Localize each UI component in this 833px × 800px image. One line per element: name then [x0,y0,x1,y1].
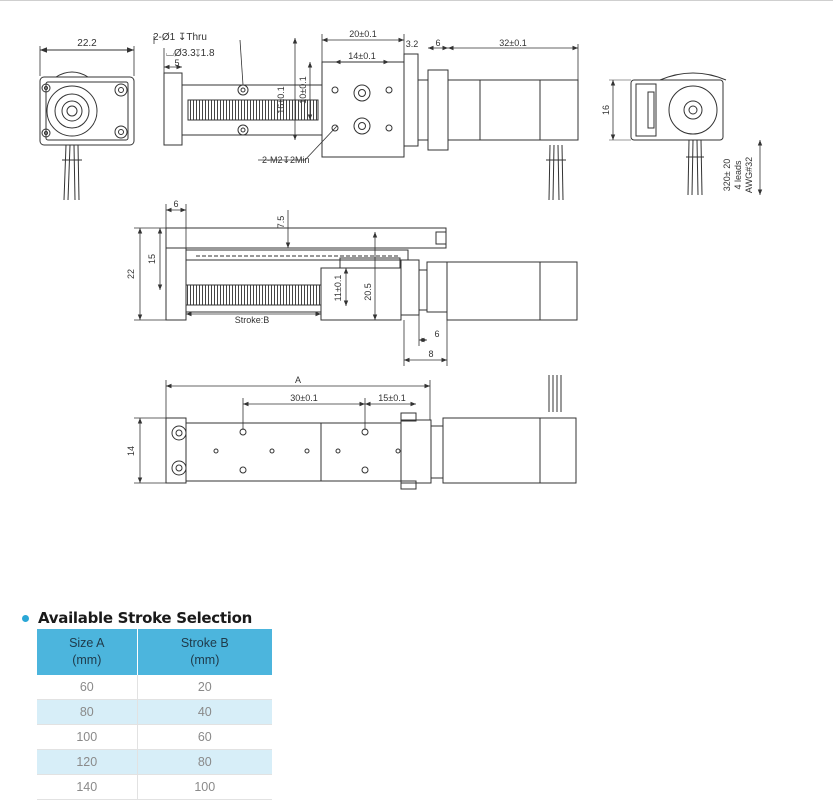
technical-drawing: 22.2 [39,29,763,490]
bottom-view-body [165,375,577,490]
cell-stroke: 80 [136,749,272,775]
bottom-view-dims [134,380,431,484]
dim-width: 22.2 [77,38,97,49]
top-rule [0,0,833,1]
top-view-dims [153,34,579,161]
cable-gauge: AWG#32 [744,157,754,193]
side-dim-6: 6 [173,199,178,209]
cell-stroke: 40 [136,699,272,725]
dim-32: 32±0.1 [499,38,526,48]
header-size-a-label: Size A [69,636,105,650]
header-stroke-b: Stroke B (mm) [136,629,272,675]
dim-a: A [295,375,301,385]
stroke-label: Stroke:B [235,315,270,325]
table-row: 80 40 [37,699,272,725]
dim-5: 5 [174,58,179,68]
table-row: 100 60 [37,724,272,750]
hole-note-2: ⌴Ø3.3↧1.8 [166,48,215,59]
side-dim-15: 15 [147,254,157,264]
top-view-body [163,48,579,201]
end-view-left [39,71,135,201]
side-view-dims [134,204,448,366]
stroke-table: Size A (mm) Stroke B (mm) 60 20 80 40 10… [37,629,272,800]
side-view-body [165,227,578,321]
side-dim-20-5: 20.5 [363,283,373,301]
bullet-icon [22,614,29,622]
side-dim-7-5: 7.5 [276,216,286,229]
side-dim-8: 8 [428,349,433,359]
cell-stroke: 60 [136,724,272,750]
cell-size: 100 [37,724,138,750]
section-title: Available Stroke Selection [38,609,252,627]
header-size-a: Size A (mm) [37,629,138,675]
side-dim-6b: 6 [434,329,439,339]
bottom-dim-30: 30±0.1 [290,393,317,403]
bottom-dim-14: 14 [126,446,136,456]
cell-size: 140 [37,774,138,800]
cell-size: 80 [37,699,138,725]
hole-note-1: 2-Ø1 ↧Thru [153,32,207,43]
table-row: 60 20 [37,675,272,700]
cell-size: 120 [37,749,138,775]
section-heading: Available Stroke Selection [22,609,252,627]
header-size-a-unit: (mm) [72,653,102,667]
table-row: 120 80 [37,749,272,775]
side-dim-11: 11±0.1 [333,275,343,302]
cable-leads: 4 leads [733,160,743,190]
thread-note: 2-M2↧2Min [262,155,310,165]
table-row: 140 100 [37,774,272,800]
dim-height-16: 16 [601,105,611,115]
side-dim-22: 22 [126,269,136,279]
table-header-row: Size A (mm) Stroke B (mm) [37,629,272,675]
dim-3-2: 3.2 [406,39,419,49]
dim-16-vertical: 16±0.1 [276,86,286,113]
dim-10-vertical: 10±0.1 [298,76,308,103]
header-stroke-b-label: Stroke B [180,636,229,650]
cell-stroke: 100 [136,774,272,800]
bottom-dim-15: 15±0.1 [378,393,405,403]
dim-20: 20±0.1 [349,29,376,39]
end-view-right [630,72,727,196]
cell-stroke: 20 [136,675,272,700]
header-stroke-b-unit: (mm) [190,653,220,667]
cell-size: 60 [37,675,138,700]
dim-14: 14±0.1 [348,51,375,61]
cable-length: 320± 20 [722,159,732,191]
dim-6: 6 [435,38,440,48]
